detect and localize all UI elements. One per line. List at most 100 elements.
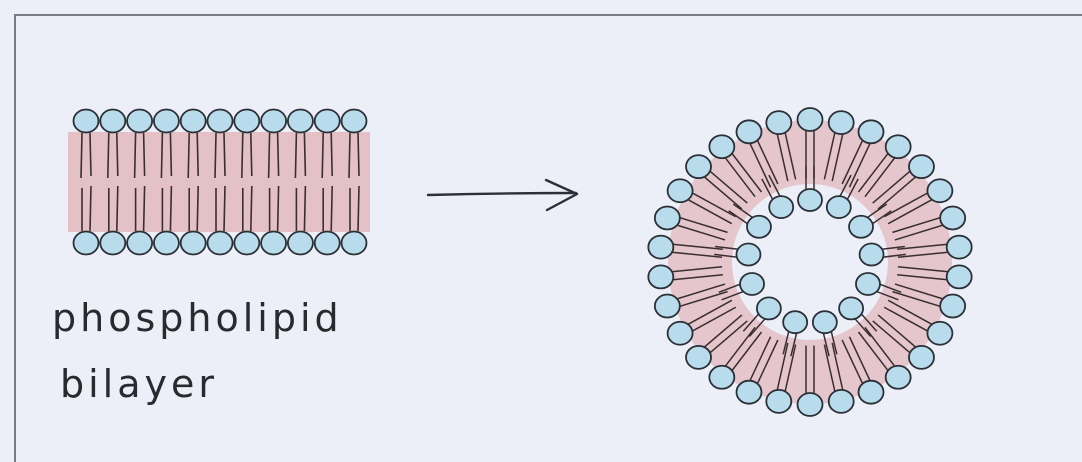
lipid-head bbox=[74, 232, 99, 255]
arrow-shaft bbox=[428, 193, 576, 195]
lipid-head bbox=[783, 311, 807, 333]
transition-arrow bbox=[428, 180, 577, 210]
lipid-head bbox=[288, 110, 313, 133]
lipid-head bbox=[736, 244, 760, 266]
lipid-head bbox=[648, 236, 673, 259]
lipid-head bbox=[686, 346, 711, 369]
lipid-head bbox=[798, 108, 823, 131]
lipid-head bbox=[261, 110, 286, 133]
lipid-tail bbox=[117, 133, 118, 176]
lipid-tail bbox=[161, 133, 162, 178]
lipid-head bbox=[798, 393, 823, 416]
lipid-head bbox=[947, 265, 972, 288]
lipid-head bbox=[100, 232, 125, 255]
liposome-tail-region bbox=[700, 152, 920, 372]
lipid-head bbox=[288, 232, 313, 255]
lipid-head bbox=[100, 110, 125, 133]
lipid-tail bbox=[144, 133, 145, 176]
lipid-head bbox=[342, 110, 367, 133]
lipid-head bbox=[947, 236, 972, 259]
lipid-head bbox=[709, 366, 734, 389]
lipid-head bbox=[740, 273, 764, 295]
lipid-head bbox=[940, 295, 965, 318]
lipid-tail bbox=[90, 133, 91, 176]
bilayer-tail-region bbox=[68, 132, 370, 232]
lipid-head bbox=[154, 232, 179, 255]
lipid-tail bbox=[90, 186, 91, 231]
lipid-head bbox=[747, 216, 771, 238]
lipid-tail bbox=[170, 186, 171, 231]
lipid-head bbox=[927, 179, 952, 202]
lipid-head bbox=[154, 110, 179, 133]
lipid-head bbox=[208, 232, 233, 255]
lipid-head bbox=[127, 232, 152, 255]
lipid-tail bbox=[188, 133, 189, 178]
lipid-head bbox=[769, 196, 793, 218]
lipid-head bbox=[234, 232, 259, 255]
arrow-head bbox=[546, 180, 577, 210]
lipid-tail bbox=[322, 133, 323, 178]
lipid-head bbox=[909, 346, 934, 369]
lipid-tail bbox=[278, 133, 279, 176]
lipid-tail bbox=[295, 133, 296, 178]
liposome bbox=[648, 108, 971, 416]
lipid-head bbox=[736, 120, 761, 143]
lipid-head bbox=[648, 265, 673, 288]
lipid-tail bbox=[197, 186, 198, 231]
lipid-tail bbox=[331, 133, 332, 176]
lipid-head bbox=[757, 297, 781, 319]
lipid-head bbox=[208, 110, 233, 133]
lipid-tail bbox=[117, 186, 118, 231]
lipid-tail bbox=[331, 186, 332, 231]
lipid-tail bbox=[224, 133, 225, 176]
lipid-tail bbox=[358, 186, 359, 231]
lipid-head bbox=[342, 232, 367, 255]
lipid-head bbox=[686, 155, 711, 178]
lipid-head bbox=[74, 110, 99, 133]
lipid-tail bbox=[81, 133, 82, 178]
lipid-tail bbox=[197, 133, 198, 176]
lipid-tail bbox=[269, 133, 270, 178]
lipid-head bbox=[940, 206, 965, 229]
lipid-head bbox=[798, 189, 822, 211]
lipid-tail bbox=[135, 133, 136, 178]
lipid-tail bbox=[224, 186, 225, 231]
lipid-head bbox=[668, 322, 693, 345]
lipid-head bbox=[655, 295, 680, 318]
lipid-head bbox=[813, 311, 837, 333]
bilayer-label-line2: bilayer bbox=[60, 362, 218, 406]
lipid-head bbox=[234, 110, 259, 133]
lipid-head bbox=[909, 155, 934, 178]
phospholipid-bilayer bbox=[68, 110, 370, 255]
lipid-tail bbox=[144, 186, 145, 231]
lipid-tail bbox=[358, 133, 359, 176]
lipid-tail bbox=[242, 133, 243, 178]
lipid-head bbox=[827, 196, 851, 218]
lipid-head bbox=[859, 381, 884, 404]
lipid-head bbox=[886, 366, 911, 389]
lipid-head bbox=[315, 110, 340, 133]
lipid-head bbox=[766, 390, 791, 413]
lipid-head bbox=[860, 244, 884, 266]
lipid-tail bbox=[278, 186, 279, 231]
lipid-tail bbox=[251, 133, 252, 176]
bilayer-label-line1: phospholipid bbox=[52, 296, 343, 340]
lipid-head bbox=[181, 110, 206, 133]
lipid-head bbox=[829, 111, 854, 134]
lipid-head bbox=[655, 206, 680, 229]
lipid-head bbox=[127, 110, 152, 133]
lipid-head bbox=[849, 216, 873, 238]
lipid-tail bbox=[170, 133, 171, 176]
lipid-tail bbox=[215, 133, 216, 178]
lipid-head bbox=[829, 390, 854, 413]
lipid-tail bbox=[349, 133, 350, 178]
lipid-head bbox=[839, 297, 863, 319]
lipid-head bbox=[736, 381, 761, 404]
lipid-head bbox=[315, 232, 340, 255]
lipid-head bbox=[859, 120, 884, 143]
lipid-head bbox=[766, 111, 791, 134]
lipid-head bbox=[856, 273, 880, 295]
lipid-tail bbox=[304, 186, 305, 231]
lipid-tail bbox=[304, 133, 305, 176]
